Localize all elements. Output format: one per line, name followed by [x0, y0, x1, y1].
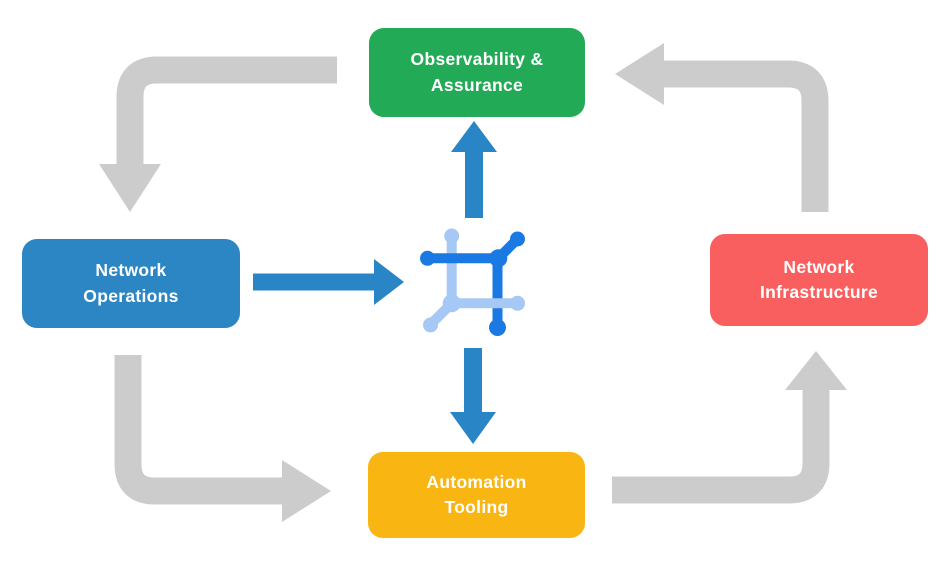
- arrowhead-up-icon: [451, 121, 497, 152]
- icon-node: [510, 295, 525, 311]
- icon-node: [420, 250, 435, 266]
- arrowhead-left-icon: [615, 43, 664, 105]
- arrow-operations-to-icon: [253, 259, 404, 305]
- node-label: Network Infrastructure: [760, 256, 878, 302]
- node-label: Observability & Assurance: [410, 49, 544, 95]
- icon-node: [489, 319, 506, 336]
- arrow-operations-to-tooling: [114, 355, 331, 522]
- arrowhead-up-icon: [785, 351, 847, 390]
- arrow-tooling-to-infrastructure: [612, 351, 847, 504]
- node-label: Network Operations: [83, 260, 179, 306]
- arrowhead-down-icon: [450, 412, 496, 444]
- arrowhead-right-icon: [374, 259, 404, 305]
- icon-node: [489, 249, 508, 268]
- arrowhead-right-icon: [282, 460, 331, 522]
- icon-node: [444, 228, 460, 244]
- node-network-operations: Network Operations: [22, 239, 240, 328]
- node-network-infrastructure: Network Infrastructure: [710, 234, 928, 326]
- arrow-icon-to-tooling: [450, 348, 496, 444]
- arrowhead-down-icon: [99, 164, 161, 212]
- icon-node: [510, 231, 525, 247]
- arrow-icon-to-observability: [451, 121, 497, 218]
- arrow-infrastructure-to-observability: [615, 43, 829, 212]
- node-observability-assurance: Observability & Assurance: [369, 28, 585, 117]
- icon-node: [423, 317, 438, 333]
- node-automation-tooling: Automation Tooling: [368, 452, 585, 538]
- arrow-observability-to-operations: [99, 56, 337, 212]
- icon-node: [442, 294, 461, 313]
- network-automation-icon: [420, 228, 525, 336]
- node-label: Automation Tooling: [426, 471, 527, 517]
